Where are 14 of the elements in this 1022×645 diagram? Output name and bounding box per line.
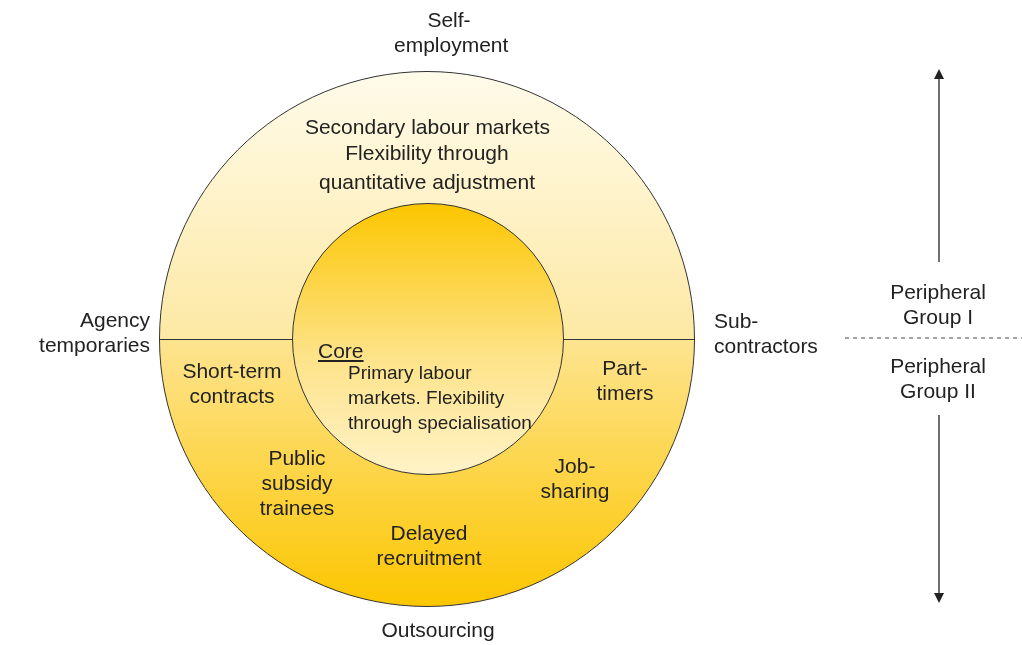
category-label: Peripheral Group II bbox=[889, 353, 987, 403]
category-label: Public subsidy trainees bbox=[258, 444, 336, 520]
category-label: Job-sharing bbox=[539, 453, 611, 503]
ring-description: Flexibility through quantitative adjustment bbox=[318, 140, 536, 195]
category-label: Agency temporaries bbox=[38, 307, 150, 357]
core-heading: Core bbox=[318, 339, 364, 363]
ring-heading: Secondary labour markets bbox=[303, 114, 552, 140]
category-label: Outsourcing bbox=[380, 616, 496, 642]
category-label: Short-term contracts bbox=[181, 358, 283, 408]
category-label: Peripheral Group I bbox=[889, 279, 987, 329]
category-label: Sub-contractors bbox=[714, 308, 819, 358]
category-label: Part-timers bbox=[595, 355, 655, 405]
category-label: Delayed recruitment bbox=[375, 520, 483, 570]
core-description: Primary labour markets. Flexibility through specialisation bbox=[348, 361, 533, 435]
